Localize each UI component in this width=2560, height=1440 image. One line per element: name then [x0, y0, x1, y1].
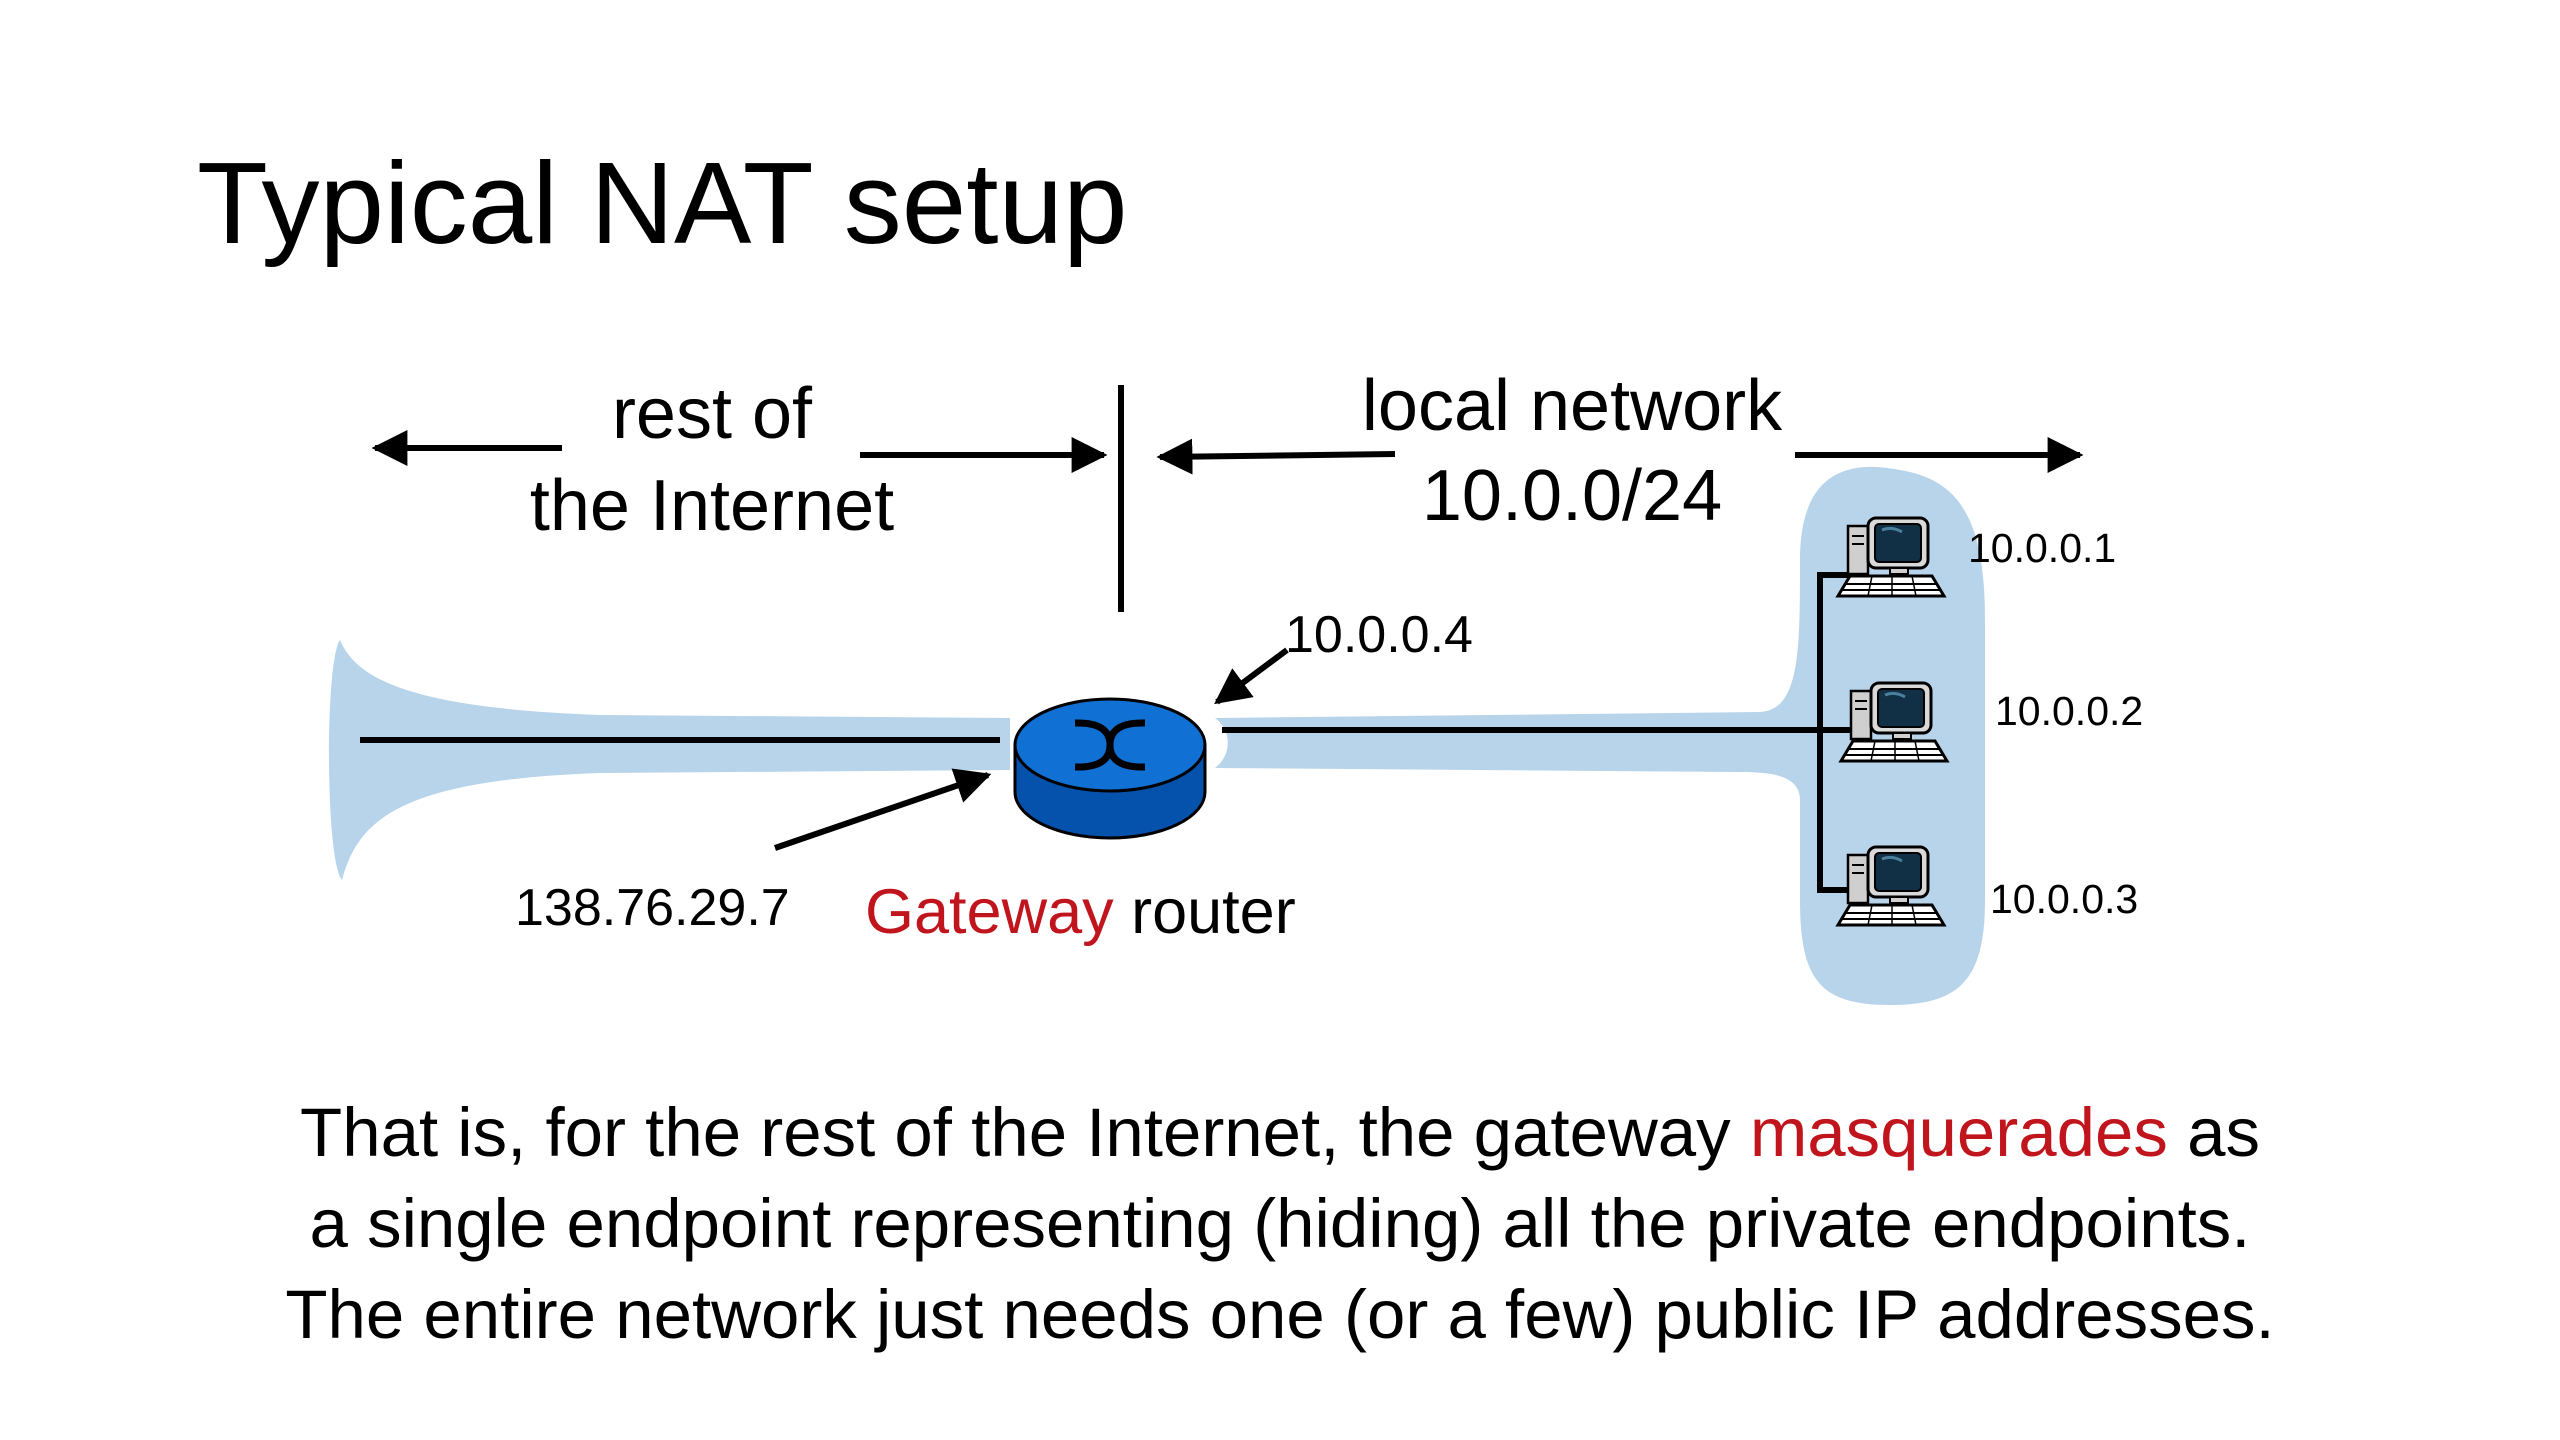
caption-line-1-start: That is, for the rest of the Internet, t… [300, 1094, 1750, 1171]
router-label-rest: router [1114, 877, 1296, 947]
local-network-cloud [1215, 466, 1985, 1005]
caption-line-2: a single endpoint representing (hiding) … [309, 1185, 2251, 1262]
external-ip-pointer [774, 768, 992, 851]
internet-cloud [328, 640, 1010, 880]
internet-label-line2: the Internet [530, 466, 894, 546]
internal-ip-pointer [1214, 647, 1289, 705]
gateway-router-icon [1013, 697, 1207, 840]
caption-line-1-end: as [2167, 1094, 2260, 1171]
computer-icon [1836, 516, 1946, 598]
computer-icon [1839, 681, 1949, 763]
caption-highlight: masquerades [1749, 1094, 2168, 1171]
local-left-arrow [1156, 438, 1396, 475]
host-ip-2: 10.0.0.2 [1995, 688, 2143, 734]
caption: That is, for the rest of the Internet, t… [0, 1087, 2560, 1360]
host-ip-3: 10.0.0.3 [1990, 876, 2138, 922]
local-network-label-line1: local network [1362, 366, 1783, 446]
router-external-ip: 138.76.29.7 [515, 879, 790, 937]
internet-label-line1: rest of [612, 374, 813, 454]
computer-icon [1836, 845, 1946, 927]
caption-line-3: The entire network just needs one (or a … [285, 1276, 2275, 1353]
caption-line-1: That is, for the rest of the Internet, t… [0, 1087, 2560, 1178]
router-label-highlight: Gateway [865, 877, 1114, 947]
router-internal-ip: 10.0.0.4 [1285, 606, 1473, 664]
slide-title: Typical NAT setup [197, 138, 1128, 268]
local-network-label-line2: 10.0.0/24 [1422, 456, 1722, 536]
host-ip-1: 10.0.0.1 [1968, 525, 2116, 571]
router-cross-symbol [1074, 719, 1146, 771]
router-label: Gateway router [865, 877, 1296, 947]
